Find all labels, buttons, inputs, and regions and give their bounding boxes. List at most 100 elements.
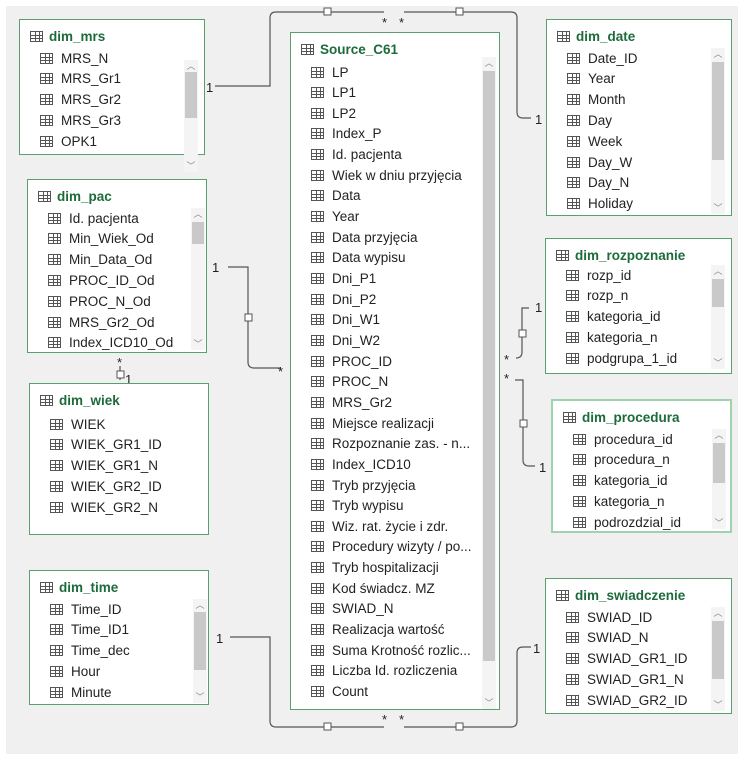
table-header[interactable]: dim_mrs: [30, 26, 105, 46]
field-row[interactable]: SWIAD_N: [311, 599, 394, 619]
field-row[interactable]: Count: [311, 682, 368, 702]
field-row[interactable]: Week: [567, 131, 622, 151]
field-row[interactable]: Min_Wiek_Od: [48, 229, 154, 249]
table-header[interactable]: dim_time: [40, 577, 118, 597]
field-row[interactable]: Minute: [50, 682, 112, 702]
scroll-up-icon[interactable]: ︿: [713, 608, 723, 618]
field-row[interactable]: kategoria_n: [573, 491, 665, 511]
field-row[interactable]: SWIAD_GR1_N: [566, 669, 684, 689]
field-row[interactable]: Day_N: [567, 173, 629, 193]
scrollbar-thumb[interactable]: [483, 71, 495, 661]
table-header[interactable]: dim_swiadczenie: [556, 585, 685, 605]
field-row[interactable]: Dni_W2: [311, 330, 380, 350]
field-row[interactable]: Hour: [50, 661, 100, 681]
scroll-down-icon[interactable]: ﹀: [713, 203, 723, 213]
scroll-down-icon[interactable]: ﹀: [714, 518, 724, 528]
field-row[interactable]: Tryb wypisu: [311, 496, 404, 516]
field-row[interactable]: Wiek w dniu przyjęcia: [311, 165, 462, 185]
field-row[interactable]: Time_ID1: [50, 620, 129, 640]
vertical-scrollbar[interactable]: ︿﹀: [191, 208, 205, 350]
scroll-up-icon[interactable]: ︿: [713, 266, 723, 276]
field-row[interactable]: WIEK_GR1_N: [50, 456, 158, 476]
scroll-down-icon[interactable]: ﹀: [713, 358, 723, 368]
table-header[interactable]: Source_C61: [301, 39, 398, 59]
table-header[interactable]: dim_wiek: [40, 390, 120, 410]
field-row[interactable]: Dni_W1: [311, 310, 380, 330]
field-row[interactable]: Procedury wizyty / po...: [311, 537, 472, 557]
field-row[interactable]: Liczba Id. rozliczenia: [311, 661, 457, 681]
field-row[interactable]: PROC_ID_Od: [48, 270, 155, 290]
scrollbar-thumb[interactable]: [194, 612, 206, 670]
field-row[interactable]: Time_ID: [50, 599, 122, 619]
field-row[interactable]: Year: [311, 207, 359, 227]
scrollbar-thumb[interactable]: [712, 621, 724, 679]
field-row[interactable]: Wiz. rat. życie i zdr.: [311, 516, 448, 536]
table-header[interactable]: dim_procedura: [563, 407, 680, 427]
field-row[interactable]: LP1: [311, 83, 356, 103]
field-row[interactable]: MRS_Gr1: [40, 69, 121, 89]
field-row[interactable]: WIEK_GR2_N: [50, 497, 158, 517]
field-row[interactable]: MRS_N: [40, 48, 108, 68]
field-row[interactable]: MRS_Gr2: [311, 392, 392, 412]
field-row[interactable]: Realizacja wartość: [311, 620, 445, 640]
field-row[interactable]: PROC_N_Od: [48, 291, 151, 311]
field-row[interactable]: podrozdzial_id: [573, 512, 681, 532]
scroll-down-icon[interactable]: ﹀: [713, 700, 723, 710]
vertical-scrollbar[interactable]: ︿﹀: [482, 57, 496, 709]
field-row[interactable]: Index_ICD10_Od: [48, 333, 173, 353]
scrollbar-thumb[interactable]: [712, 62, 724, 160]
field-row[interactable]: Min_Data_Od: [48, 250, 152, 270]
scroll-up-icon[interactable]: ︿: [713, 49, 723, 59]
table-header[interactable]: dim_date: [557, 26, 635, 46]
field-row[interactable]: Miejsce realizacji: [311, 413, 434, 433]
scroll-up-icon[interactable]: ︿: [195, 600, 205, 610]
field-row[interactable]: kategoria_id: [573, 471, 668, 491]
field-row[interactable]: Suma Krotność rozlic...: [311, 640, 471, 660]
field-row[interactable]: WIEK_GR1_ID: [50, 435, 162, 455]
field-row[interactable]: MRS_Gr3: [40, 110, 121, 130]
field-row[interactable]: Rozpoznanie zas. - n...: [311, 434, 470, 454]
field-row[interactable]: LP: [311, 62, 349, 82]
scroll-up-icon[interactable]: ︿: [193, 209, 203, 219]
field-row[interactable]: rozp_id: [566, 265, 631, 285]
field-row[interactable]: Kod świadcz. MZ: [311, 578, 435, 598]
field-row[interactable]: Day: [567, 110, 612, 130]
field-row[interactable]: Id. pacjenta: [311, 145, 402, 165]
field-row[interactable]: SWIAD_N: [566, 628, 649, 648]
field-row[interactable]: WIEK: [50, 414, 106, 434]
scroll-up-icon[interactable]: ︿: [484, 58, 494, 68]
scrollbar-thumb[interactable]: [713, 443, 725, 483]
field-row[interactable]: Holiday: [567, 194, 633, 214]
field-row[interactable]: kategoria_id: [566, 307, 661, 327]
field-row[interactable]: Data: [311, 186, 361, 206]
field-row[interactable]: PROC_ID: [311, 351, 392, 371]
field-row[interactable]: podgrupa_1_id: [566, 348, 677, 368]
vertical-scrollbar[interactable]: ︿﹀: [193, 599, 207, 703]
field-row[interactable]: Index_ICD10: [311, 454, 411, 474]
scrollbar-thumb[interactable]: [712, 279, 724, 307]
field-row[interactable]: Tryb hospitalizacji: [311, 558, 439, 578]
table-header[interactable]: dim_pac: [38, 186, 112, 206]
field-row[interactable]: Month: [567, 90, 626, 110]
field-row[interactable]: Data wypisu: [311, 248, 406, 268]
field-row[interactable]: Index_P: [311, 124, 382, 144]
field-row[interactable]: Dni_P1: [311, 269, 376, 289]
vertical-scrollbar[interactable]: ︿﹀: [711, 607, 725, 711]
field-row[interactable]: procedura_id: [573, 429, 673, 449]
table-header[interactable]: dim_rozpoznanie: [556, 245, 685, 265]
vertical-scrollbar[interactable]: ︿﹀: [712, 429, 726, 529]
scroll-up-icon[interactable]: ︿: [714, 430, 724, 440]
scroll-up-icon[interactable]: ︿: [186, 61, 196, 71]
vertical-scrollbar[interactable]: ︿﹀: [711, 48, 725, 214]
field-row[interactable]: Tryb przyjęcia: [311, 475, 416, 495]
field-row[interactable]: Date_ID: [567, 48, 638, 68]
field-row[interactable]: SWIAD_GR1_ID: [566, 649, 688, 669]
scroll-down-icon[interactable]: ﹀: [186, 161, 196, 171]
field-row[interactable]: OPK1: [40, 131, 97, 151]
